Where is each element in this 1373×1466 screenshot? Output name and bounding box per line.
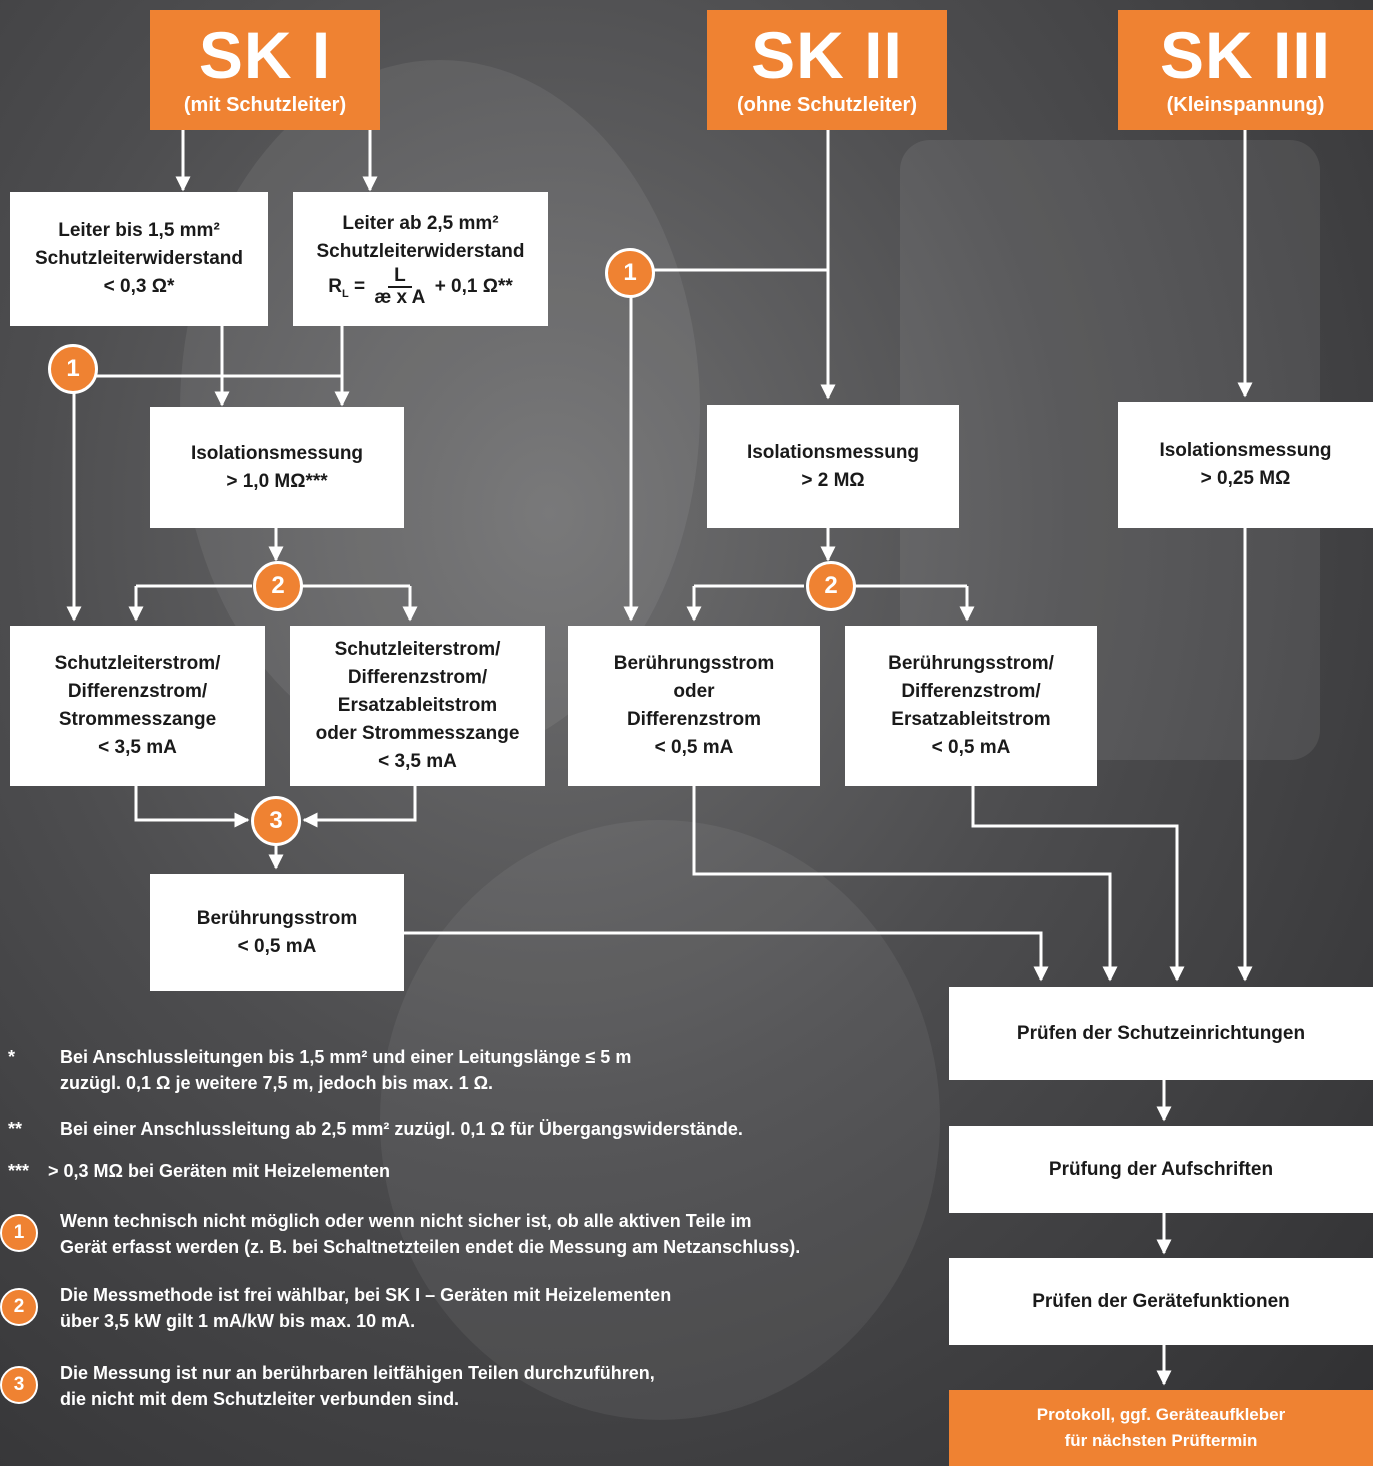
box-line: > 2 MΩ bbox=[801, 469, 865, 491]
box-line: Schutzleiterstrom/ bbox=[54, 653, 221, 674]
box-isolation-sk3: Isolationsmessung > 0,25 MΩ bbox=[1118, 402, 1373, 528]
box-beruehrungsstrom-ersatz: Berührungsstrom/ Differenzstrom/ Ersatza… bbox=[845, 626, 1097, 786]
header-sk1: SK I (mit Schutzleiter) bbox=[150, 10, 380, 130]
footnote-badge-2: 2 bbox=[0, 1288, 38, 1326]
box-line: Protokoll, ggf. Geräteaufkleber bbox=[1036, 1405, 1286, 1424]
badge-3-sk1: 3 bbox=[251, 796, 301, 846]
header-sk1-title: SK I bbox=[198, 18, 332, 92]
box-line: < 0,5 mA bbox=[654, 737, 734, 758]
box-isolation-sk2: Isolationsmessung > 2 MΩ bbox=[707, 405, 959, 528]
box-line: Strommesszange bbox=[58, 709, 217, 730]
box-leiter-bis-1-5: Leiter bis 1,5 mm² Schutzleiterwiderstan… bbox=[10, 192, 268, 326]
footnote-line: Bei einer Anschlussleitung ab 2,5 mm² zu… bbox=[60, 1119, 743, 1139]
header-sk2: SK II (ohne Schutzleiter) bbox=[707, 10, 947, 130]
footnote-line: Die Messung ist nur an berührbaren leitf… bbox=[60, 1363, 655, 1383]
header-sk2-subtitle: (ohne Schutzleiter) bbox=[736, 94, 917, 116]
box-beruehrungsstrom-oder: Berührungsstrom oder Differenzstrom < 0,… bbox=[568, 626, 820, 786]
header-sk3-subtitle: (Kleinspannung) bbox=[1166, 94, 1325, 116]
footnote-badge-1: 1 bbox=[0, 1214, 38, 1252]
box-line: oder bbox=[673, 681, 715, 702]
box-line: Leiter bis 1,5 mm² bbox=[58, 220, 220, 241]
badge-2-sk2: 2 bbox=[806, 561, 856, 611]
footnote-mark: ** bbox=[8, 1119, 23, 1139]
box-line: Differenzstrom/ bbox=[901, 681, 1041, 702]
formula-fraction: L æ x A bbox=[374, 266, 425, 308]
footnote-mark: *** bbox=[8, 1161, 30, 1181]
formula-denominator: æ x A bbox=[374, 287, 426, 308]
formula-numerator: L bbox=[388, 266, 412, 288]
box-line: Berührungsstrom bbox=[613, 653, 775, 674]
box-line: Berührungsstrom bbox=[196, 907, 358, 929]
box-schutzleiterstrom-b: Schutzleiterstrom/ Differenzstrom/ Ersat… bbox=[290, 626, 545, 786]
box-line: Prüfen der Gerätefunktionen bbox=[1032, 1290, 1290, 1312]
formula: RL = L æ x A + 0,1 Ω** bbox=[328, 266, 513, 308]
footnote-mark: * bbox=[8, 1047, 16, 1067]
box-line: Schutzleiterwiderstand bbox=[316, 241, 525, 262]
formula-eq: = bbox=[353, 276, 366, 298]
box-line: Schutzleiterstrom/ bbox=[334, 639, 501, 660]
box-line: Schutzleiterwiderstand bbox=[35, 248, 243, 269]
formula-r: R bbox=[328, 276, 342, 298]
box-line: Ersatzableitstrom bbox=[337, 695, 498, 716]
footnote-line: zuzügl. 0,1 Ω je weitere 7,5 m, jedoch b… bbox=[60, 1073, 494, 1093]
box-line: Differenzstrom bbox=[626, 709, 762, 730]
box-line: Prüfung der Aufschriften bbox=[1048, 1158, 1274, 1180]
box-protokoll: Protokoll, ggf. Geräteaufkleber für näch… bbox=[949, 1390, 1373, 1466]
footnote-1: 1 Wenn technisch nicht möglich oder wenn… bbox=[0, 1208, 920, 1264]
badge-1-sk2: 1 bbox=[605, 248, 655, 298]
box-line: Isolationsmessung bbox=[190, 442, 364, 464]
header-sk1-subtitle: (mit Schutzleiter) bbox=[183, 94, 347, 116]
box-leiter-ab-2-5: Leiter ab 2,5 mm² Schutzleiterwiderstand… bbox=[293, 192, 548, 326]
box-line: > 1,0 MΩ*** bbox=[226, 470, 328, 492]
badge-2-sk1: 2 bbox=[253, 561, 303, 611]
box-isolation-sk1: Isolationsmessung > 1,0 MΩ*** bbox=[150, 407, 404, 528]
box-line: Berührungsstrom/ bbox=[888, 653, 1054, 674]
box-line: Leiter ab 2,5 mm² bbox=[342, 213, 499, 234]
header-sk3: SK III (Kleinspannung) bbox=[1118, 10, 1373, 130]
box-line: Isolationsmessung bbox=[1159, 440, 1332, 461]
footnote-star: * Bei Anschlussleitungen bis 1,5 mm² und… bbox=[8, 1044, 908, 1096]
footnote-line: die nicht mit dem Schutzleiter verbunden… bbox=[60, 1389, 460, 1409]
box-line: für nächsten Prüftermin bbox=[1064, 1431, 1258, 1450]
box-line: < 0,3 Ω* bbox=[103, 276, 175, 297]
box-line: Differenzstrom/ bbox=[347, 667, 488, 688]
box-geraetefunktionen: Prüfen der Gerätefunktionen bbox=[949, 1258, 1373, 1345]
footnote-line: Bei Anschlussleitungen bis 1,5 mm² und e… bbox=[60, 1047, 632, 1067]
footnote-badge-3: 3 bbox=[0, 1366, 38, 1404]
footnote-triple-star: *** > 0,3 MΩ bei Geräten mit Heizelement… bbox=[8, 1158, 908, 1184]
box-line: Differenzstrom/ bbox=[67, 681, 208, 702]
box-schutzeinrichtungen: Prüfen der Schutzeinrichtungen bbox=[949, 987, 1373, 1080]
badge-1-sk1: 1 bbox=[48, 344, 98, 394]
box-line: oder Strommesszange bbox=[315, 723, 520, 744]
footnote-3: 3 Die Messung ist nur an berührbaren lei… bbox=[0, 1360, 900, 1416]
footnote-line: > 0,3 MΩ bei Geräten mit Heizelementen bbox=[48, 1161, 391, 1181]
header-sk2-title: SK II bbox=[751, 18, 903, 92]
box-schutzleiterstrom-a: Schutzleiterstrom/ Differenzstrom/ Strom… bbox=[10, 626, 265, 786]
footnote-double-star: ** Bei einer Anschlussleitung ab 2,5 mm²… bbox=[8, 1116, 928, 1142]
footnote-line: Wenn technisch nicht möglich oder wenn n… bbox=[60, 1211, 752, 1231]
box-beruehrungsstrom-sk1: Berührungsstrom < 0,5 mA bbox=[150, 874, 404, 991]
box-aufschriften: Prüfung der Aufschriften bbox=[949, 1126, 1373, 1213]
box-line: > 0,25 MΩ bbox=[1200, 468, 1291, 489]
footnote-line: Die Messmethode ist frei wählbar, bei SK… bbox=[60, 1285, 672, 1305]
box-line: Prüfen der Schutzeinrichtungen bbox=[1016, 1022, 1306, 1044]
header-sk3-title: SK III bbox=[1159, 18, 1332, 92]
formula-tail: + 0,1 Ω** bbox=[434, 276, 513, 298]
formula-r-sub: L bbox=[341, 287, 349, 300]
footnote-line: über 3,5 kW gilt 1 mA/kW bis max. 10 mA. bbox=[60, 1311, 416, 1331]
footnote-2: 2 Die Messmethode ist frei wählbar, bei … bbox=[0, 1282, 900, 1338]
box-line: < 3,5 mA bbox=[378, 751, 457, 772]
box-line: Ersatzableitstrom bbox=[891, 709, 1051, 730]
box-line: Isolationsmessung bbox=[746, 441, 920, 463]
footnote-line: Gerät erfasst werden (z. B. bei Schaltne… bbox=[60, 1237, 801, 1257]
box-line: < 0,5 mA bbox=[931, 737, 1011, 758]
background-appliance-shape bbox=[380, 820, 940, 1420]
box-line: < 3,5 mA bbox=[98, 737, 177, 758]
box-line: < 0,5 mA bbox=[237, 935, 317, 957]
